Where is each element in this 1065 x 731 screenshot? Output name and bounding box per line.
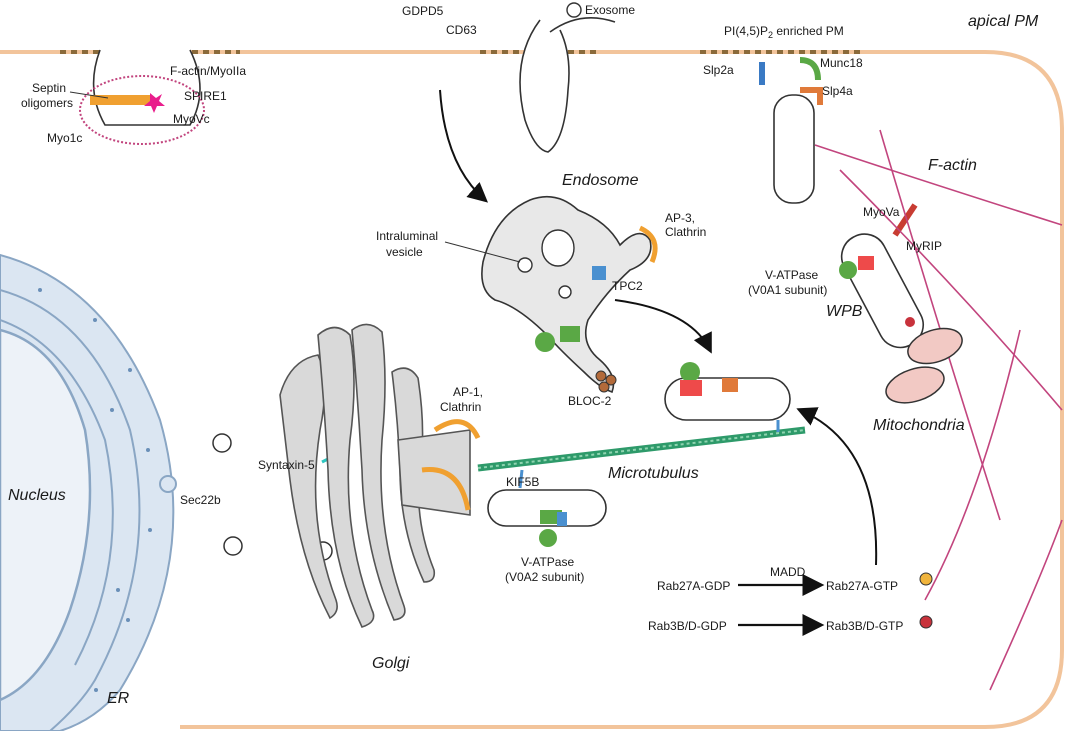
exosome-icon [566,2,582,18]
label-myrip: MyRIP [906,239,942,253]
label-mitochondria: Mitochondria [873,417,965,434]
legend-rab27-gtp: Rab27A-GTP [826,579,898,593]
f-actin-filaments [814,129,1063,691]
label-er: ER [107,690,130,707]
label-syntaxin5: Syntaxin-5 [258,458,315,472]
label-endosome: Endosome [562,172,639,189]
bloc2-complex [595,370,617,393]
label-sec22b: Sec22b [180,493,221,507]
label-munc18: Munc18 [820,56,863,70]
cell-membrane [0,50,1064,729]
label-ilv-1: Intraluminal [376,229,438,243]
label-apical-pm: apical PM [968,13,1039,30]
label-kif5b: KIF5B [506,475,539,489]
golgi-apparatus [279,323,471,628]
label-vatp1-2: (V0A1 subunit) [748,283,827,297]
legend-rab3-gdp: Rab3B/D-GDP [648,619,727,633]
exocytosing-wpb-stem [549,16,616,33]
vatpase-v0a1 [839,256,874,279]
label-vatp2-2: (V0A2 subunit) [505,570,584,584]
exocytosing-wpb [519,19,570,153]
apical-wpb [773,94,815,204]
munc18-protein [799,57,821,81]
intraluminal-vesicle [558,285,572,299]
callout-line-ilv [444,241,521,263]
label-myo1c: Myo1c [47,131,82,145]
intraluminal-vesicle [541,229,575,267]
label-spire1: SPIRE1 [184,89,227,103]
label-exosome: Exosome [585,3,635,17]
wpb-vesicle-kif5b [487,489,607,527]
sec22b-bud [159,475,177,493]
label-ilv-2: vesicle [386,245,423,259]
rab27-icon [919,572,933,586]
label-ap1-1: AP-1, [453,385,483,399]
kif5b-motor [518,469,524,489]
label-slp2a: Slp2a [703,63,734,77]
label-factin-myo: F-actin/MyoIIa [170,64,246,78]
ap3-clathrin-coat [638,225,658,263]
legend-rab27-gdp: Rab27A-GDP [657,579,730,593]
label-nucleus: Nucleus [8,487,66,504]
label-ap1-2: Clathrin [440,400,481,414]
label-ap3-2: Clathrin [665,225,706,239]
septin-oligomers [90,95,150,105]
tpc2-channel [592,266,606,280]
label-pip2: PI(4,5)P2 enriched PM [724,24,844,40]
arrow-pm-to-endosome [439,89,489,203]
label-tpc2: TPC2 [612,279,643,293]
gdpd5-upper [722,378,738,392]
label-gdpd5: GDPD5 [402,4,444,18]
actin-ring [79,75,205,145]
intraluminal-vesicle [517,257,533,273]
label-f-actin: F-actin [928,157,977,174]
vatpase-upper [680,362,702,396]
er-ribosome-dots [38,288,152,692]
nucleus [0,328,92,702]
label-septin-1: Septin [32,81,66,95]
actin-ring-wpb [92,49,201,126]
legend-madd: MADD [770,565,806,579]
label-vatp2-1: V-ATPase [521,555,574,569]
label-bloc2: BLOC-2 [568,394,612,408]
label-microtubule: Microtubulus [608,465,699,482]
label-cd63: CD63 [446,23,477,37]
rab3-icon [919,615,933,629]
label-slp4a: Slp4a [822,84,853,98]
vatpase-endosome [535,326,580,352]
arrow-endosome-to-wpb [614,299,712,354]
label-vatp1-1: V-ATPase [765,268,818,282]
slp4a-protein [800,87,823,105]
label-golgi: Golgi [372,655,410,672]
callout-line-septin [69,91,109,99]
vatpase-v0a2 [539,510,567,547]
label-myovc: MyoVc [173,112,210,126]
ap1-clathrin-coat [433,419,481,440]
label-wpb: WPB [826,303,863,320]
mitochondria [885,327,963,404]
rab3-on-wpb [905,317,915,327]
ap1-clathrin-coat [421,467,471,511]
spire1-icon [144,93,165,113]
label-septin-2: oligomers [21,96,73,110]
label-ap3-1: AP-3, [665,211,695,225]
arrow-rab-to-wpb [796,407,878,566]
label-myova: MyoVa [863,205,900,219]
microtubule-track [477,429,806,469]
legend-rab3-gtp: Rab3B/D-GTP [826,619,903,633]
